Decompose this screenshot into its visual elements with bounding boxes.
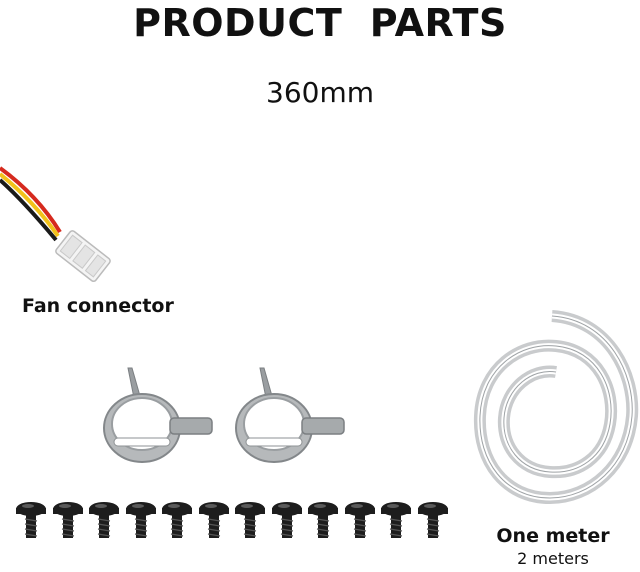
spring-clamp-icon bbox=[235, 367, 345, 463]
screw-icon bbox=[271, 502, 302, 538]
page-title: PRODUCT PARTS bbox=[133, 1, 507, 45]
screw-icon bbox=[162, 502, 192, 538]
screw-icon bbox=[89, 502, 119, 538]
screw-icon bbox=[52, 502, 83, 538]
screw-icon bbox=[235, 502, 265, 538]
screw-icon bbox=[198, 502, 229, 538]
fan-connector-icon bbox=[0, 166, 111, 283]
screw-icon bbox=[16, 502, 46, 538]
screw-icon bbox=[308, 502, 338, 538]
size-label: 360mm bbox=[266, 76, 374, 109]
fan-connector-label: Fan connector bbox=[22, 295, 174, 317]
tube-label: One meter bbox=[496, 525, 610, 547]
tube-sublabel: 2 meters bbox=[517, 549, 589, 568]
screw-icon bbox=[344, 502, 375, 538]
spring-clamp-icon bbox=[103, 367, 213, 463]
screw-icon bbox=[417, 502, 448, 538]
coiled-tube-icon bbox=[473, 310, 639, 505]
screw-icon bbox=[125, 502, 156, 538]
screw-icon bbox=[381, 502, 411, 538]
